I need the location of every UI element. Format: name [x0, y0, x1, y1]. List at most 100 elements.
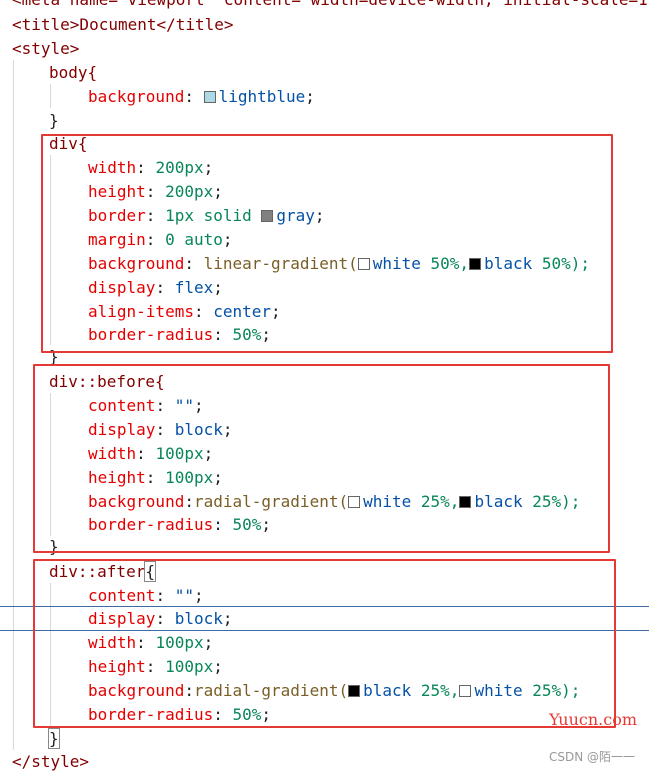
property-value: 200px	[155, 158, 204, 177]
code-line-before-close: }	[49, 535, 59, 559]
property-value: 0 auto	[165, 230, 223, 249]
code-line-div-background: background: linear-gradient(white 50%,bl…	[88, 254, 591, 273]
color-swatch-gray[interactable]	[261, 210, 274, 222]
div-selector: div{	[49, 134, 88, 153]
code-line-title: <title>Document</title>	[12, 13, 234, 37]
property-value: 1px solid	[165, 206, 262, 225]
property-name: align-items	[88, 302, 194, 321]
title-tag-text: <title>Document</title>	[12, 15, 234, 34]
color-stop: 50%,	[420, 254, 470, 273]
property-name: height	[88, 182, 146, 201]
current-line-bottom-border	[0, 630, 649, 631]
color-stop: 25%);	[522, 492, 581, 511]
color-swatch-black[interactable]	[469, 258, 482, 270]
highlight-box-before-rule	[33, 364, 610, 553]
code-line-div-height: height: 200px;	[88, 182, 223, 201]
color-swatch-lightblue[interactable]	[203, 91, 216, 103]
property-value: block	[174, 609, 223, 628]
property-value: center	[213, 302, 272, 321]
property-value: lightblue	[218, 87, 306, 106]
property-name: content	[88, 396, 156, 415]
indent-guide	[50, 155, 51, 345]
color-name: gray	[276, 206, 315, 225]
code-line-after-selector: div::after{	[49, 560, 156, 584]
matched-brace-close: }	[48, 728, 60, 749]
code-line-after-height: height: 100px;	[88, 657, 223, 676]
property-name: width	[88, 444, 137, 463]
indent-guide	[50, 393, 51, 536]
property-name: margin	[88, 230, 146, 249]
property-name: background	[88, 87, 185, 106]
property-name: height	[88, 657, 146, 676]
code-line-div-align-items: align-items: center;	[88, 302, 281, 321]
property-name: border-radius	[88, 705, 214, 724]
code-line-before-selector: div::before{	[49, 370, 165, 394]
property-name: content	[88, 586, 156, 605]
indent-guide	[50, 84, 51, 108]
after-selector: div::after	[49, 562, 146, 581]
code-line-after-content: content: "";	[88, 586, 204, 605]
color-swatch-black[interactable]	[459, 496, 472, 508]
function-name: radial-gradient(	[193, 681, 349, 700]
property-value: 100px	[155, 633, 204, 652]
code-line-after-background: background:radial-gradient(black 25%,whi…	[88, 681, 581, 700]
body-selector: body{	[49, 63, 98, 82]
color-name: black	[474, 492, 523, 511]
property-name: background	[88, 254, 185, 273]
code-line-div-width: width: 200px;	[88, 158, 214, 177]
color-name: white	[474, 681, 523, 700]
indent-guide	[50, 583, 51, 726]
color-swatch-black[interactable]	[348, 685, 361, 697]
color-name: white	[363, 492, 412, 511]
code-line-before-display: display: block;	[88, 420, 233, 439]
code-line-body-selector: body{	[49, 61, 97, 85]
code-line-after-border-radius: border-radius: 50%;	[88, 705, 272, 724]
property-value: ""	[174, 586, 194, 605]
function-name: linear-gradient(	[203, 254, 358, 273]
csdn-credit: CSDN @陌一一	[548, 750, 635, 764]
code-line-div-margin: margin: 0 auto;	[88, 230, 233, 249]
code-line-before-content: content: "";	[88, 396, 204, 415]
color-swatch-white[interactable]	[459, 685, 472, 697]
color-stop: 25%,	[411, 492, 460, 511]
watermark-text: Yuucn.com	[549, 710, 637, 729]
code-line-after-width: width: 100px;	[88, 633, 214, 652]
code-line-before-background: background:radial-gradient(white 25%,bla…	[88, 492, 581, 511]
code-line-div-selector: div{	[49, 132, 88, 156]
code-line-style-close: </style>	[12, 750, 89, 774]
property-value: 100px	[165, 657, 214, 676]
code-line-body-background: background: lightblue;	[88, 87, 315, 106]
property-value: 100px	[155, 444, 204, 463]
code-line-div-close: }	[49, 345, 59, 369]
property-name: background	[88, 492, 185, 511]
meta-tag-text: <meta name="viewport" content="width=dev…	[12, 0, 648, 9]
property-value: block	[174, 420, 223, 439]
property-value: 50%	[232, 325, 262, 344]
property-name: width	[88, 633, 137, 652]
current-line-top-border	[0, 606, 649, 607]
code-line-body-close: }	[49, 109, 59, 133]
function-name: radial-gradient(	[193, 492, 349, 511]
closing-brace: }	[49, 111, 59, 130]
code-line-before-border-radius: border-radius: 50%;	[88, 515, 272, 534]
style-open-tag: <style>	[12, 39, 80, 58]
color-swatch-white[interactable]	[357, 258, 370, 270]
property-name: display	[88, 278, 156, 297]
property-name: border	[88, 206, 146, 225]
color-stop: 25%);	[522, 681, 581, 700]
property-value: 200px	[165, 182, 214, 201]
code-line-after-display: display: block;	[88, 609, 233, 628]
code-line-before-width: width: 100px;	[88, 444, 214, 463]
property-value: ""	[174, 396, 194, 415]
property-name: display	[88, 420, 156, 439]
property-name: border-radius	[88, 515, 214, 534]
color-stop: 25%,	[411, 681, 460, 700]
highlight-box-after-rule	[33, 559, 616, 728]
property-name: width	[88, 158, 137, 177]
property-value: 50%	[232, 705, 262, 724]
code-line-style-open: <style>	[12, 37, 79, 61]
code-line-div-border: border: 1px solid gray;	[88, 206, 325, 225]
closing-brace: }	[49, 347, 59, 366]
color-swatch-white[interactable]	[348, 496, 361, 508]
